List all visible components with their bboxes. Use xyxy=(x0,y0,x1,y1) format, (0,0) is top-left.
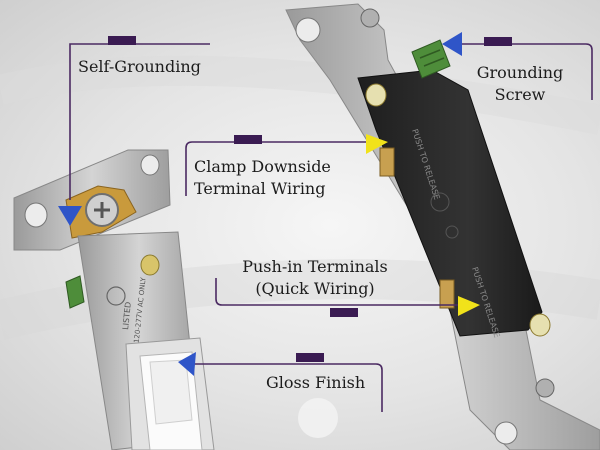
label-clamp-terminal: Clamp Downside Terminal Wiring xyxy=(194,156,331,200)
background-light-spot xyxy=(298,398,338,438)
bottom-mounting-screw xyxy=(535,378,555,398)
toggle-lever xyxy=(149,359,193,425)
blue-triangle-marker xyxy=(442,32,462,56)
body-rivet xyxy=(365,83,387,107)
label-grounding-screw-line2: Screw xyxy=(494,85,546,104)
blue-triangle-marker xyxy=(58,206,82,226)
callout-line-gloss xyxy=(190,363,383,412)
strap-text-listed: LISTED xyxy=(121,301,133,330)
label-clamp-terminal-line1: Clamp Downside xyxy=(194,157,331,176)
yellow-triangle-marker xyxy=(458,296,480,316)
label-clamp-terminal-line2: Terminal Wiring xyxy=(194,179,326,198)
clamp-terminal-brass xyxy=(379,147,395,177)
strap-mounting-hole xyxy=(295,17,321,43)
background-swoosh xyxy=(0,55,600,135)
label-grounding-screw-line1: Grounding xyxy=(476,63,564,82)
label-gloss-finish: Gloss Finish xyxy=(266,373,366,392)
callout-tabs xyxy=(108,36,512,362)
strap-mounting-hole xyxy=(140,154,160,176)
strap-mounting-hole xyxy=(494,421,518,445)
callout-tab xyxy=(296,353,324,362)
top-mounting-screw xyxy=(360,8,380,28)
callout-tab xyxy=(484,37,512,46)
label-self-grounding: Self-Grounding xyxy=(78,57,201,76)
strap-mounting-hole xyxy=(24,202,48,228)
body-molded-mark xyxy=(445,225,459,239)
blue-triangle-marker xyxy=(178,352,196,376)
callout-line-push-in xyxy=(215,278,460,306)
push-in-terminal-brass xyxy=(439,279,455,309)
body-molded-mark xyxy=(430,192,450,212)
callout-line-grounding-screw xyxy=(455,43,593,100)
grounding-screw-thread xyxy=(419,49,445,67)
callout-line-clamp xyxy=(185,141,380,196)
front-switch: LISTED 15A 120-277V AC ONLY xyxy=(13,149,215,450)
screw-slot xyxy=(94,202,110,218)
ul-listed-mark xyxy=(106,286,126,306)
grounding-screw xyxy=(411,39,451,79)
strap-rivet xyxy=(140,254,160,276)
back-switch: PUSH TO RELEASE PUSH TO RELEASE xyxy=(285,3,600,450)
body-rivet xyxy=(529,313,551,337)
label-push-in-line2: (Quick Wiring) xyxy=(255,279,375,298)
left-grounding-terminal xyxy=(65,275,85,309)
callout-tab xyxy=(330,308,358,317)
callout-lines xyxy=(69,43,593,412)
label-grounding-screw: Grounding Screw xyxy=(468,62,572,106)
callout-line-self-grounding xyxy=(69,43,210,200)
callout-tab xyxy=(108,36,136,45)
callout-tab xyxy=(234,135,262,144)
label-push-in-line1: Push-in Terminals xyxy=(242,257,388,276)
label-push-in: Push-in Terminals (Quick Wiring) xyxy=(230,256,400,300)
yellow-triangle-marker xyxy=(366,134,388,154)
